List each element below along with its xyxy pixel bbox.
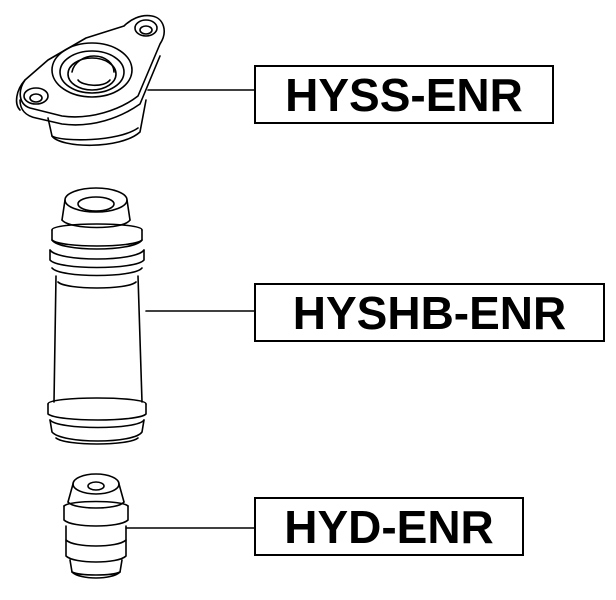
shock-boot-icon — [47, 187, 147, 445]
bump-stop-icon — [63, 473, 129, 579]
part-label-mount: HYSS-ENR — [254, 65, 554, 124]
part-label-boot: HYSHB-ENR — [254, 283, 605, 342]
part-label-bump: HYD-ENR — [254, 497, 524, 556]
strut-mount-icon — [15, 14, 165, 147]
